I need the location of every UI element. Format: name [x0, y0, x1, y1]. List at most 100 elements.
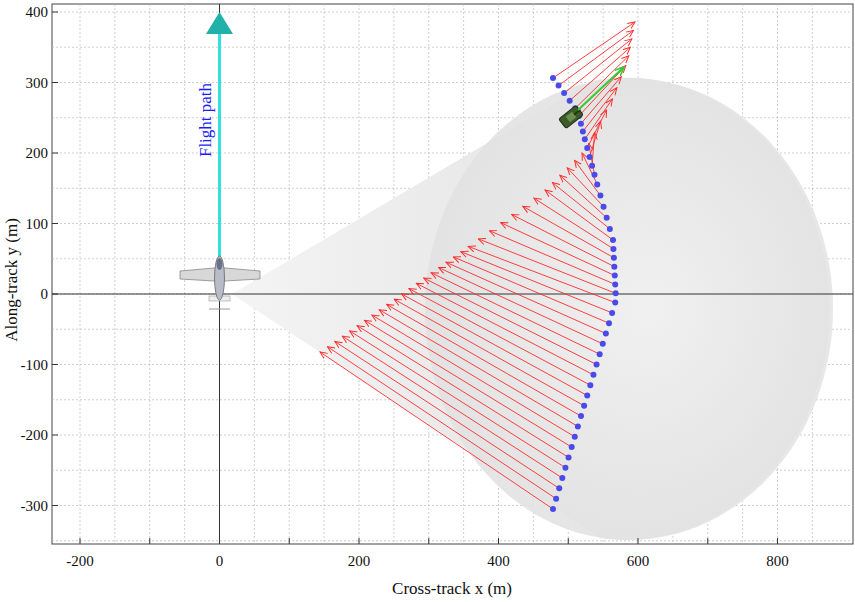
tick-mark: [52, 505, 58, 506]
look-arrow: [582, 153, 597, 184]
track-dot: [556, 83, 562, 89]
look-arrow: [350, 331, 566, 468]
track-dot: [559, 475, 565, 481]
track-dot: [584, 392, 590, 398]
track-dot: [600, 341, 606, 347]
tick-mark: [52, 82, 58, 83]
flight-path-label: Flight path: [197, 83, 214, 157]
flight-path-line: [218, 34, 221, 262]
tick-label: -300: [21, 498, 49, 513]
tick-mark: [359, 538, 360, 544]
tick-label: 200: [26, 146, 49, 161]
track-dot: [578, 413, 584, 419]
look-arrow: [335, 341, 559, 488]
aircraft-icon: [180, 256, 260, 309]
x-axis-line: [52, 294, 853, 295]
track-dot: [609, 310, 615, 316]
track-dot: [607, 226, 613, 232]
track-dot: [582, 136, 588, 142]
track-dot: [580, 128, 586, 134]
track-dot: [587, 154, 593, 160]
look-arrow: [523, 206, 614, 257]
look-arrow: [468, 246, 615, 302]
grid-line: [52, 294, 853, 295]
tick-mark: [428, 538, 429, 544]
look-arrow: [453, 257, 609, 323]
track-dot: [612, 273, 618, 279]
look-arrow: [512, 214, 615, 266]
tick-mark: [638, 538, 639, 544]
tick-label: 400: [487, 554, 510, 569]
grid-line: [80, 4, 81, 544]
track-dot: [561, 90, 567, 96]
look-arrow: [327, 347, 556, 499]
look-arrow: [431, 273, 600, 354]
tick-mark: [52, 12, 58, 13]
track-dot: [613, 290, 619, 296]
look-arrow: [446, 262, 606, 333]
look-arrow: [342, 336, 562, 478]
track-dot: [610, 237, 616, 243]
track-dot: [562, 465, 568, 471]
track-dot: [610, 246, 616, 252]
velocity-arrow: [578, 67, 624, 110]
track-dot: [594, 181, 600, 187]
look-arrow: [379, 310, 578, 427]
track-dot: [587, 382, 593, 388]
look-arrow: [587, 110, 606, 148]
track-dot: [597, 351, 603, 357]
tick-label: 100: [26, 216, 49, 231]
look-arrow: [560, 175, 607, 218]
track-dot: [550, 506, 556, 512]
look-arrow: [461, 252, 612, 313]
track-dot: [584, 145, 590, 151]
track-dot: [612, 300, 618, 306]
tick-label: -100: [21, 357, 49, 372]
tick-mark: [52, 223, 58, 224]
tick-label: 0: [216, 554, 224, 569]
track-dot: [556, 485, 562, 491]
tick-mark: [568, 538, 569, 544]
track-dot: [575, 423, 581, 429]
tick-label: 0: [41, 287, 49, 302]
look-arrow: [387, 304, 581, 416]
look-arrow: [559, 30, 634, 85]
look-arrow: [552, 183, 609, 229]
look-arrow: [401, 294, 587, 396]
look-arrows: [320, 22, 635, 509]
tick-mark: [219, 538, 220, 544]
grid-line: [52, 540, 853, 541]
track-dot: [604, 215, 610, 221]
tick-label: 400: [26, 5, 49, 20]
track-dot: [611, 264, 617, 270]
track-dot: [569, 444, 575, 450]
tick-mark: [707, 538, 708, 544]
track-dot: [612, 281, 618, 287]
plot-frame: [52, 4, 853, 544]
tick-label: -200: [66, 554, 94, 569]
track-dot: [572, 434, 578, 440]
track-dot: [590, 372, 596, 378]
track-dot: [589, 163, 595, 169]
tick-mark: [52, 364, 58, 365]
look-arrow: [553, 22, 635, 78]
look-arrow: [394, 299, 584, 406]
axis-ticks: [52, 12, 778, 544]
track-dot: [603, 331, 609, 337]
look-arrow: [567, 168, 603, 207]
look-arrow: [534, 198, 614, 249]
tick-mark: [777, 538, 778, 544]
track-dot: [567, 98, 573, 104]
grid-line: [52, 47, 853, 48]
axis-title: Cross-track x (m): [392, 580, 512, 597]
track-dots: [550, 75, 619, 512]
track-dot: [581, 403, 587, 409]
track-dot: [592, 172, 598, 178]
tick-label: 800: [766, 554, 789, 569]
track-dot: [566, 454, 572, 460]
tick-label: 600: [627, 554, 650, 569]
tick-mark: [80, 538, 81, 544]
tick-mark: [52, 435, 58, 436]
